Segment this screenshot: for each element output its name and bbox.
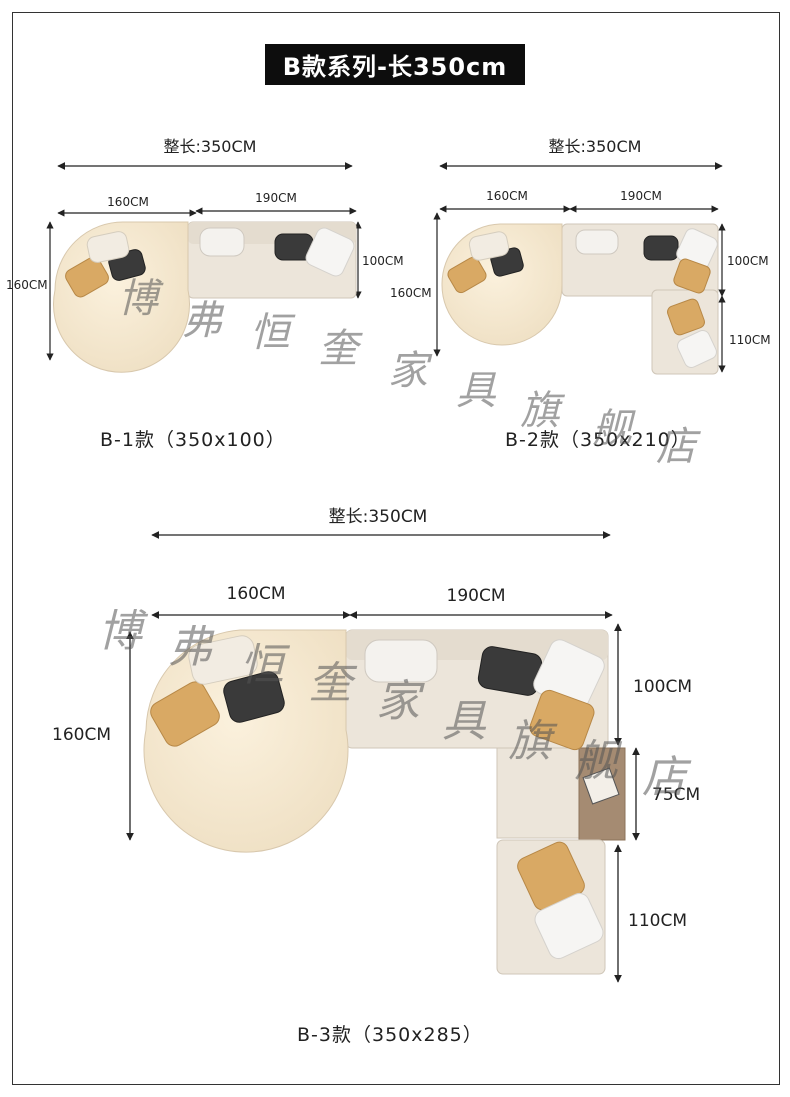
b1-pillow-tan	[65, 256, 109, 298]
watermark-char: 旗	[520, 388, 566, 434]
watermark-char: 恒	[240, 640, 291, 691]
b1-pillow-white	[199, 227, 245, 257]
diagram-b1: 整长:350CM 160CM 190CM 160CM 100CM B-1款（35…	[6, 137, 404, 451]
watermark-char: 店	[642, 752, 692, 803]
b2-seg-left-label: 160CM	[486, 189, 528, 203]
watermark-char: 奎	[308, 658, 358, 709]
b1-pillow-white-corner	[305, 227, 355, 277]
b3-pillow-houndstooth-left	[223, 671, 285, 723]
b3-depth-table-label: 75CM	[652, 785, 700, 805]
series-title: B款系列-长350cm	[265, 44, 525, 85]
b1-total-length: 整长:350CM	[164, 137, 257, 156]
b1-seg-right-label: 190CM	[255, 191, 297, 205]
b3-depth-right-label: 100CM	[633, 677, 692, 697]
watermark-char: 博	[98, 606, 149, 657]
b1-pillow-white-left	[86, 231, 130, 263]
b2-variant-label: B-2款（350x210）	[505, 429, 691, 451]
b3-book-on-table	[582, 767, 620, 805]
b2-pillow-white	[575, 229, 619, 255]
diagram-b3: 整长:350CM 160CM 190CM 160CM 100CM 75CM 11…	[52, 507, 700, 1046]
watermark-char: 家	[376, 676, 425, 727]
b1-variant-label: B-1款（350x100）	[100, 429, 286, 451]
b2-depth-left-label: 160CM	[390, 286, 432, 300]
b3-pillow-white-ext	[534, 892, 604, 960]
b1-depth-left-label: 160CM	[6, 278, 48, 292]
b3-variant-label: B-3款（350x285）	[297, 1024, 483, 1046]
b2-pillow-white-ext	[677, 330, 717, 368]
watermark-char: 恒	[250, 310, 296, 356]
watermark-char: 店	[656, 424, 701, 470]
watermark-char: 舰	[592, 406, 636, 452]
b2-depth-ext-label: 110CM	[729, 333, 771, 347]
b3-seg-left-label: 160CM	[227, 584, 286, 604]
b3-pillow-tan-corner	[529, 689, 595, 751]
b1-depth-right-label: 100CM	[362, 254, 404, 268]
watermark-char: 奎	[318, 326, 363, 372]
watermark-char: 具	[456, 368, 497, 414]
watermark-char: 弗	[168, 622, 215, 673]
b3-pillow-white	[364, 639, 438, 683]
b3-seg-right-label: 190CM	[447, 586, 506, 606]
diagram-b2: 整长:350CM 160CM 190CM 160CM 100CM 110CM B…	[390, 137, 771, 451]
watermark-char: 弗	[182, 298, 225, 344]
b3-total-length: 整长:350CM	[329, 507, 428, 527]
watermark-char: 旗	[508, 716, 558, 767]
watermark-char: 具	[442, 696, 487, 747]
b3-depth-left-label: 160CM	[52, 725, 111, 745]
b2-pillow-tan-ext	[667, 298, 705, 336]
b2-seg-right-label: 190CM	[620, 189, 662, 203]
b2-total-length: 整长:350CM	[549, 137, 642, 156]
b3-pillow-tan	[150, 681, 220, 747]
b2-pillow-houndstooth	[643, 235, 679, 261]
watermark-char: 舰	[574, 736, 623, 787]
b2-pillow-white-left	[468, 231, 510, 261]
b2-depth-right-label: 100CM	[727, 254, 769, 268]
b2-pillow-tan	[447, 256, 487, 294]
b2-pillow-tan-corner	[673, 258, 711, 294]
b3-sofa-middle-seat	[496, 747, 580, 839]
watermark-top: 博 弗 恒 奎 家 具 旗 舰 店	[118, 276, 701, 470]
b3-depth-ext-label: 110CM	[628, 911, 687, 931]
page-frame	[12, 12, 780, 1085]
watermark-bottom: 博 弗 恒 奎 家 具 旗 舰 店	[98, 606, 692, 803]
watermark-char: 博	[118, 276, 164, 322]
b1-seg-left-label: 160CM	[107, 195, 149, 209]
watermark-char: 家	[388, 348, 433, 394]
b3-pillow-white-left	[188, 635, 258, 685]
